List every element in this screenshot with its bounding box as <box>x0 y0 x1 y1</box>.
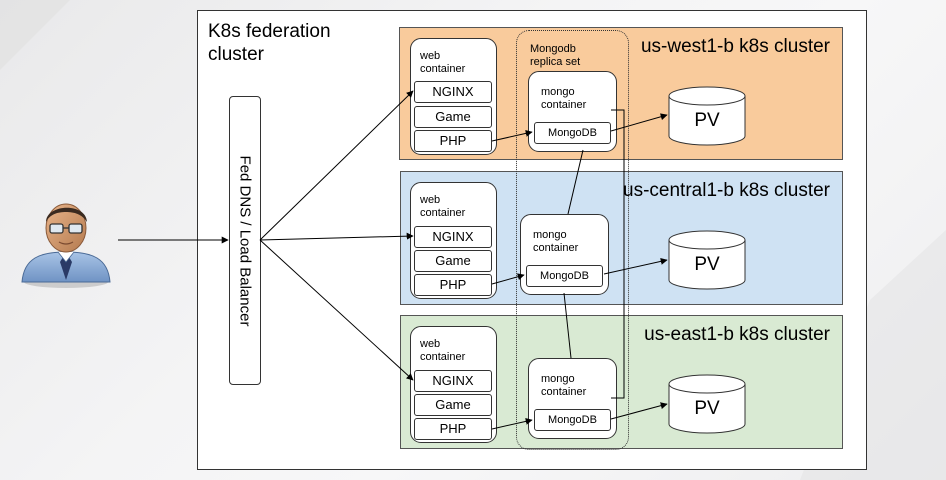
mongo-container-label: mongo container <box>541 86 587 111</box>
web-container-label: web container <box>420 194 466 219</box>
cylinder-icon <box>668 374 746 434</box>
nginx-pill: NGINX <box>414 370 492 392</box>
mongodb-pill: MongoDB <box>534 122 611 144</box>
replica-set-boundary <box>516 30 629 450</box>
web-container-label: web container <box>420 338 466 363</box>
mongo-container: mongo container MongoDB <box>528 358 617 439</box>
cluster-title: us-central1-b k8s cluster <box>623 180 830 201</box>
web-container: web container NGINX Game PHP <box>410 182 497 299</box>
web-container: web container NGINX Game PHP <box>410 38 497 155</box>
cluster-title: us-east1-b k8s cluster <box>644 324 830 345</box>
load-balancer: Fed DNS / Load Balancer <box>229 96 261 385</box>
load-balancer-label: Fed DNS / Load Balancer <box>236 155 254 326</box>
php-pill: PHP <box>414 274 492 296</box>
federation-cluster-title: K8s federation cluster <box>208 21 331 65</box>
cylinder-icon <box>668 230 746 290</box>
pv-label: PV <box>694 110 720 131</box>
cluster-title: us-west1-b k8s cluster <box>640 36 830 57</box>
game-pill: Game <box>414 250 492 272</box>
replica-set-title: Mongodb replica set <box>530 43 581 68</box>
pv-label: PV <box>694 254 720 275</box>
web-container-label: web container <box>420 50 466 75</box>
game-pill: Game <box>414 394 492 416</box>
php-pill: PHP <box>414 130 492 152</box>
nginx-pill: NGINX <box>414 226 492 248</box>
mongo-container-label: mongo container <box>533 229 579 254</box>
game-pill: Game <box>414 106 492 128</box>
persistent-volume: PV <box>668 230 746 290</box>
mongodb-pill: MongoDB <box>526 265 603 287</box>
persistent-volume: PV <box>668 86 746 146</box>
persistent-volume: PV <box>668 374 746 434</box>
nginx-pill: NGINX <box>414 81 492 103</box>
pv-label: PV <box>694 398 720 419</box>
mongodb-pill: MongoDB <box>534 409 611 431</box>
web-container: web container NGINX Game PHP <box>410 326 497 443</box>
user-avatar-icon <box>21 203 111 288</box>
mongo-container-label: mongo container <box>541 373 587 398</box>
mongo-container: mongo container MongoDB <box>528 71 617 152</box>
php-pill: PHP <box>414 418 492 440</box>
cylinder-icon <box>668 86 746 146</box>
